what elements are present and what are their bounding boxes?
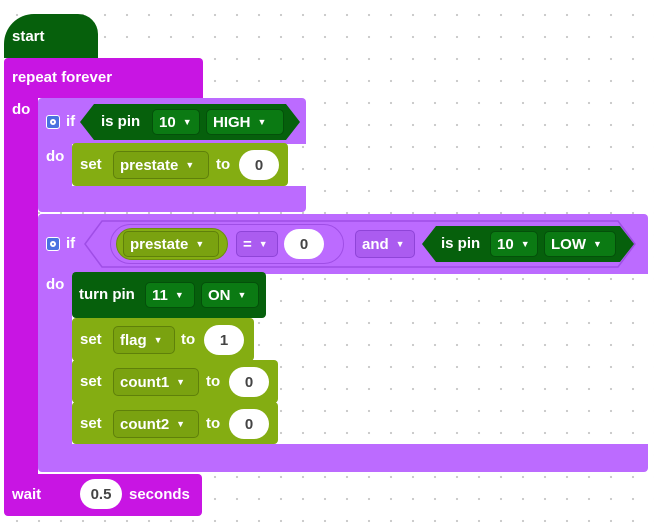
variable-dropdown-count1[interactable]: count1 ▼ (113, 368, 199, 396)
start-label: start (12, 28, 45, 45)
repeat-forever-label: repeat forever (12, 69, 113, 86)
value-input-prestate[interactable]: 0 (239, 150, 279, 180)
dropdown-arrow-icon: ▼ (153, 335, 163, 345)
variable-dropdown-prestate-value: prestate (120, 156, 179, 174)
repeat-forever-body-arm (4, 96, 38, 474)
variable-dropdown-flag-value: flag (120, 331, 147, 349)
gear-icon[interactable] (46, 115, 60, 129)
variable-dropdown-compare-value: prestate (130, 235, 189, 253)
wait-label: wait (12, 486, 42, 503)
compare-value-input[interactable]: 0 (284, 229, 324, 259)
variable-dropdown-compare[interactable]: prestate ▼ (123, 231, 219, 257)
if-1-do-label: do (46, 148, 65, 165)
pin-dropdown-2-value: 10 (497, 235, 514, 253)
dropdown-arrow-icon: ▼ (176, 419, 186, 429)
is-pin-2-label: is pin (441, 235, 481, 252)
if-block-2-arm (38, 272, 72, 446)
set-flag-label: set (80, 331, 102, 348)
gear-icon[interactable] (46, 237, 60, 251)
turn-pin-dropdown[interactable]: 11 ▼ (145, 282, 195, 308)
value-input-count1[interactable]: 0 (229, 367, 269, 397)
logic-operator-dropdown[interactable]: and ▼ (355, 230, 415, 258)
variable-dropdown-flag[interactable]: flag ▼ (113, 326, 175, 354)
dropdown-arrow-icon: ▼ (593, 239, 602, 249)
value-input-flag[interactable]: 1 (204, 325, 244, 355)
set-count2-label: set (80, 415, 102, 432)
dropdown-arrow-icon: ▼ (195, 239, 205, 249)
operator-dropdown-value: = (243, 235, 252, 253)
set-count2-to-label: to (206, 415, 221, 432)
if-block-2-footer (38, 444, 648, 472)
logic-operator-dropdown-value: and (362, 235, 389, 253)
operator-dropdown[interactable]: = ▼ (236, 231, 278, 257)
if-2-label: if (66, 235, 76, 252)
turn-state-dropdown-value: ON (208, 286, 231, 304)
dropdown-arrow-icon: ▼ (520, 239, 530, 249)
set-prestate-label: set (80, 156, 102, 173)
wait-value-input[interactable]: 0.5 (80, 479, 122, 509)
state-dropdown-2-value: LOW (551, 235, 586, 253)
variable-dropdown-count2-value: count2 (120, 415, 170, 433)
start-block[interactable] (4, 14, 98, 58)
if-1-label: if (66, 113, 76, 130)
pin-dropdown-1[interactable]: 10 ▼ (152, 109, 200, 135)
dropdown-arrow-icon: ▼ (182, 117, 192, 127)
set-prestate-to-label: to (216, 156, 231, 173)
set-count1-label: set (80, 373, 102, 390)
turn-pin-label: turn pin (79, 286, 135, 303)
state-dropdown-1-value: HIGH (213, 113, 251, 131)
pin-dropdown-1-value: 10 (159, 113, 176, 131)
repeat-forever-block[interactable] (4, 58, 203, 98)
dropdown-arrow-icon: ▼ (237, 290, 247, 300)
set-flag-to-label: to (181, 331, 196, 348)
if-block-1-footer (38, 186, 306, 212)
repeat-do-label: do (12, 101, 31, 118)
value-input-count2[interactable]: 0 (229, 409, 269, 439)
variable-dropdown-prestate[interactable]: prestate ▼ (113, 151, 209, 179)
dropdown-arrow-icon: ▼ (258, 239, 268, 249)
state-dropdown-1[interactable]: HIGH ▼ (206, 109, 284, 135)
dropdown-arrow-icon: ▼ (257, 117, 267, 127)
dropdown-arrow-icon: ▼ (176, 377, 186, 387)
variable-dropdown-count1-value: count1 (120, 373, 170, 391)
dropdown-arrow-icon: ▼ (174, 290, 184, 300)
dropdown-arrow-icon: ▼ (395, 239, 405, 249)
turn-pin-dropdown-value: 11 (152, 286, 168, 304)
set-count1-to-label: to (206, 373, 221, 390)
pin-dropdown-2[interactable]: 10 ▼ (490, 231, 538, 257)
variable-dropdown-count2[interactable]: count2 ▼ (113, 410, 199, 438)
dropdown-arrow-icon: ▼ (185, 160, 195, 170)
is-pin-1-label: is pin (101, 113, 141, 130)
state-dropdown-2[interactable]: LOW ▼ (544, 231, 616, 257)
if-block-1-arm (38, 142, 72, 188)
if-2-do-label: do (46, 276, 65, 293)
turn-state-dropdown[interactable]: ON ▼ (201, 282, 259, 308)
wait-unit-label: seconds (129, 486, 190, 503)
